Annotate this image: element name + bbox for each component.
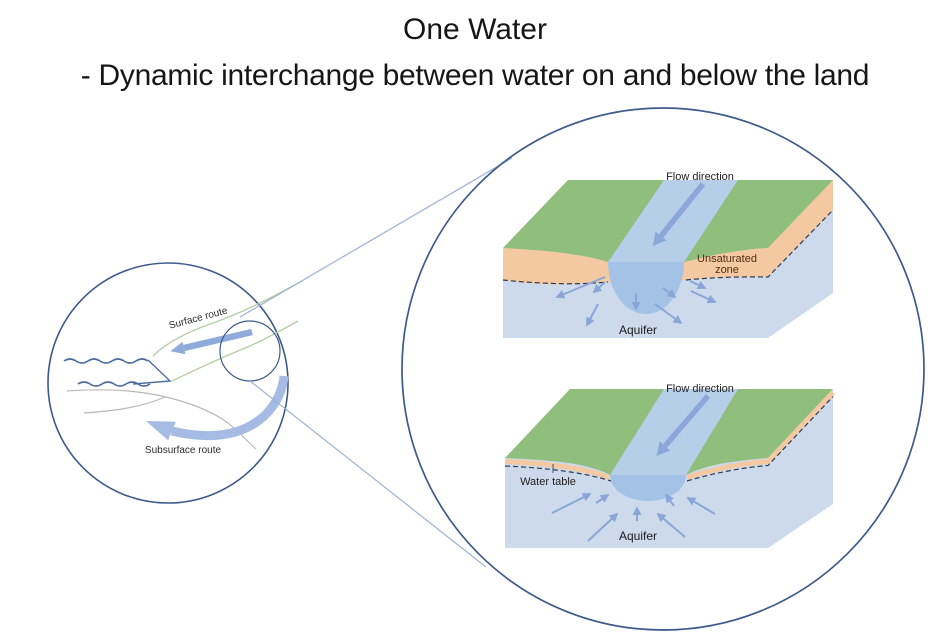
wave-line-upper [63, 358, 149, 364]
losing-stream-cross-section [608, 262, 684, 314]
gaining-stream-diagram: Flow direction Water table Aquifer [504, 383, 835, 548]
unsaturated-zone-label-line1: Unsaturated [697, 253, 757, 265]
river-mouth-funnel [132, 359, 172, 385]
losing-stream-diagram: Flow direction Unsaturated zone Aquifer [502, 171, 834, 338]
seepage-arrow [654, 303, 683, 325]
magnify-line-upper [239, 157, 513, 318]
losing-water-table-dash-right [685, 209, 834, 281]
gaining-water-table-dash-right [686, 396, 834, 482]
inflow-arrow [595, 494, 610, 504]
title-line1: One Water [403, 13, 547, 46]
losing-aquifer-label: Aquifer [619, 323, 657, 337]
gaining-front-face [505, 458, 768, 548]
losing-flow-arrow-head [652, 231, 667, 247]
surface-route-arrow-head [170, 341, 186, 355]
gaining-inflow-arrows [551, 493, 716, 542]
losing-seepage-arrows [555, 276, 717, 327]
inflow-arrow [664, 493, 675, 507]
water-table-label: Water table [520, 476, 576, 488]
river-bank-lower [171, 320, 299, 382]
gaining-flow-arrow-head [656, 441, 671, 456]
losing-right-face-unsaturated-band [768, 180, 833, 277]
subsurface-route-arrow-head [146, 421, 176, 441]
surface-route-arrow-shaft [183, 328, 253, 352]
river-bank-upper [152, 280, 303, 357]
seepage-arrow [592, 281, 606, 294]
losing-water-table-dash-left [502, 279, 609, 285]
inflow-arrow [686, 497, 716, 515]
subsurface-route-arrow-shaft [170, 375, 289, 441]
magnify-line-lower [249, 380, 487, 568]
gaining-right-face [768, 389, 833, 548]
gaining-water-table-dash-left [504, 465, 612, 482]
seepage-arrow [690, 290, 717, 304]
seepage-arrow [662, 287, 677, 299]
seepage-arrow [555, 276, 606, 299]
bank-shadow-line [83, 396, 166, 414]
unsaturated-zone-label-line2: zone [715, 264, 739, 276]
seepage-arrow [586, 303, 599, 327]
surface-route-label: Surface route [168, 305, 229, 331]
gaining-flow-arrow-shaft [662, 394, 711, 448]
overview-circle-outline [47, 262, 289, 504]
overview-circle-group: Surface route Subsurface route [47, 262, 303, 504]
gaining-unsaturated-thin-band [504, 390, 835, 480]
losing-flow-direction-label: Flow direction [666, 171, 734, 183]
magnified-circle-group: Flow direction Unsaturated zone Aquifer [401, 107, 925, 631]
magnified-circle-outline [401, 107, 925, 631]
gaining-flow-direction-label: Flow direction [666, 383, 734, 395]
seepage-arrow [689, 280, 707, 290]
losing-flow-arrow-shaft [658, 182, 706, 238]
title-line2: - Dynamic interchange between water on a… [80, 59, 870, 92]
gaining-aquifer-label: Aquifer [619, 529, 657, 543]
inflow-arrow [551, 493, 592, 514]
inflow-arrow [587, 512, 619, 542]
subsurface-route-label: Subsurface route [145, 445, 222, 456]
inflow-arrow [656, 512, 686, 538]
